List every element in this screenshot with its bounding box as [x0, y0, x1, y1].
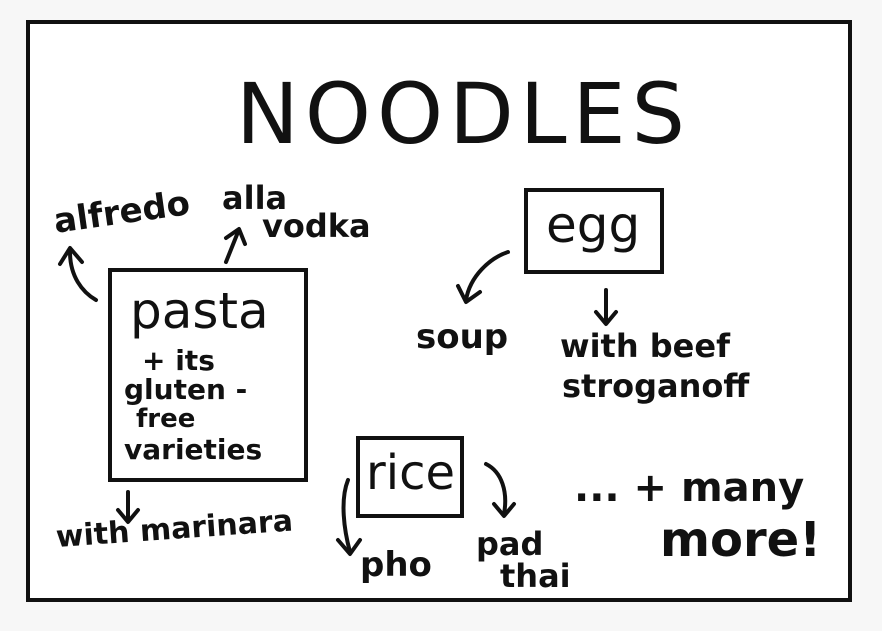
note-more-line: more!: [660, 512, 822, 568]
branch-with-beef: with beef: [560, 327, 730, 365]
pasta-sub-line-3: free: [136, 404, 196, 434]
page-title: NOODLES: [236, 65, 691, 163]
rice-label: rice: [366, 445, 455, 501]
branch-stroganoff: stroganoff: [562, 367, 750, 405]
note-many-line: ... + many: [574, 465, 805, 511]
branch-pho: pho: [360, 545, 432, 585]
pasta-box: [108, 268, 308, 482]
branch-vodka: vodka: [262, 207, 371, 245]
drawing-frame: [26, 20, 852, 602]
rice-box: [356, 436, 464, 518]
egg-label: egg: [546, 196, 641, 254]
branch-alla: alla: [222, 179, 288, 217]
branch-thai: thai: [500, 557, 571, 595]
egg-box: [524, 188, 664, 274]
pasta-sub-line-4: varieties: [124, 433, 263, 466]
pasta-sub-line-2: gluten -: [124, 373, 248, 406]
pasta-label: pasta: [130, 282, 269, 340]
branch-pad: pad: [476, 525, 544, 563]
pasta-sub-line-1: + its: [142, 344, 215, 377]
branch-soup: soup: [416, 317, 509, 357]
